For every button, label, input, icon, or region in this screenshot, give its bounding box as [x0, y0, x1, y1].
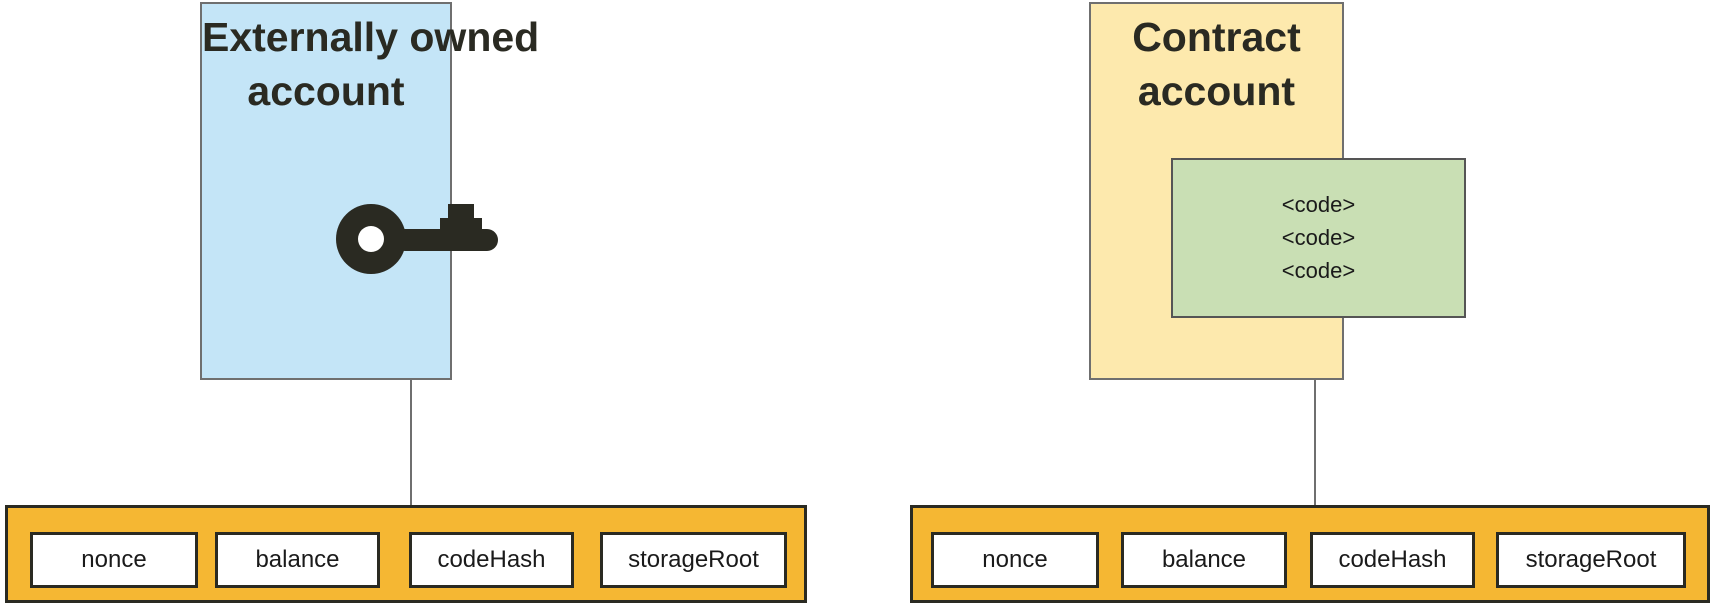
- code-line: <code>: [1281, 225, 1356, 250]
- externally-owned-account-box: Externally owned account: [200, 2, 540, 380]
- contract-field-balance: balance: [1121, 532, 1287, 588]
- eoa-field-codehash: codeHash: [409, 532, 574, 588]
- code-box: <code> <code> <code>: [1171, 158, 1466, 318]
- key-icon: [336, 204, 498, 274]
- contract-fields-bar: nonce balance codeHash storageRoot: [910, 505, 1710, 603]
- contract-title: Contract account: [1091, 10, 1342, 118]
- eoa-fields-bar: nonce balance codeHash storageRoot: [5, 505, 807, 603]
- code-line: <code>: [1281, 258, 1356, 283]
- eoa-connector-line: [410, 380, 412, 505]
- eoa-field-storageroot: storageRoot: [600, 532, 787, 588]
- contract-field-codehash: codeHash: [1310, 532, 1475, 588]
- contract-account-box: Contract account <code> <code> <code>: [1089, 2, 1466, 380]
- eoa-title-line-2: account: [247, 68, 405, 114]
- eoa-field-balance: balance: [215, 532, 380, 588]
- eoa-title-line-1: Externally owned: [202, 14, 540, 60]
- code-line: <code>: [1281, 192, 1356, 217]
- eoa-title: Externally owned account: [202, 10, 540, 118]
- code-lines: <code> <code> <code>: [1173, 188, 1464, 287]
- contract-title-line-2: account: [1137, 68, 1296, 114]
- contract-title-line-1: Contract: [1132, 14, 1301, 60]
- contract-field-storageroot: storageRoot: [1496, 532, 1686, 588]
- contract-field-nonce: nonce: [931, 532, 1099, 588]
- contract-connector-line: [1314, 380, 1316, 505]
- eoa-field-nonce: nonce: [30, 532, 198, 588]
